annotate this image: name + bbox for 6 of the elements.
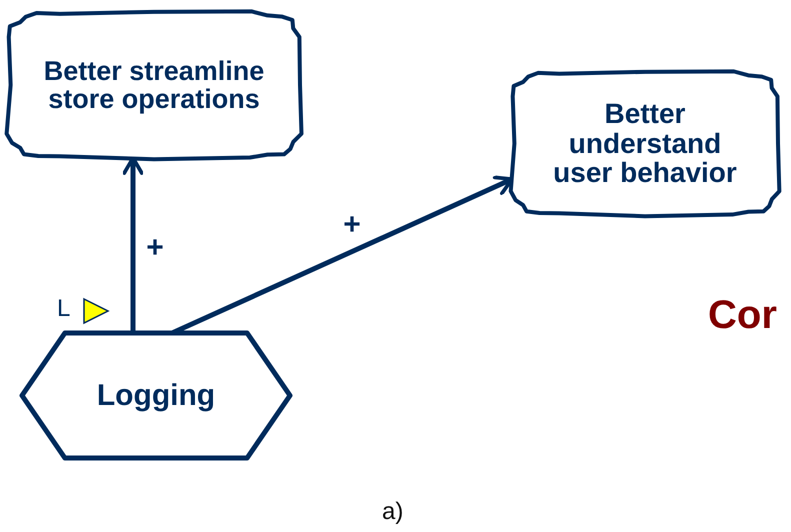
marker-letter: L [57, 297, 70, 321]
node-text: Better streamline store operations [42, 56, 266, 114]
node-text: Better understand user behavior [552, 99, 738, 188]
partial-heading: Cor [708, 295, 777, 335]
panel-label: a) [382, 500, 404, 524]
node-text: Logging [96, 380, 216, 412]
